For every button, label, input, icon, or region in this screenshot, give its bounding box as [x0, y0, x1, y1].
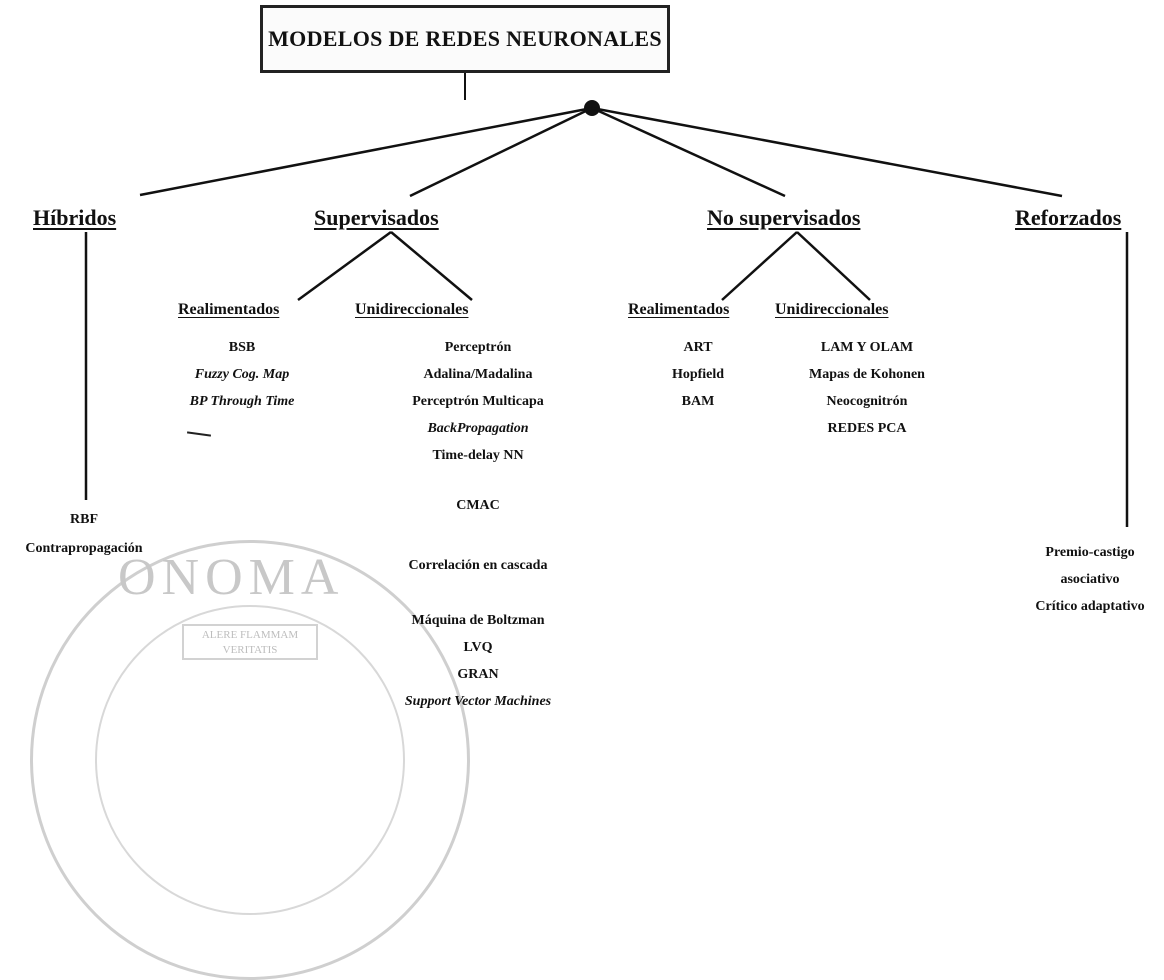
list-item: LVQ — [463, 640, 493, 655]
list-item: Perceptrón Multicapa — [412, 394, 544, 409]
page-title: MODELOS DE REDES NEURONALES — [268, 26, 662, 51]
list-item: BackPropagation — [427, 421, 529, 436]
list-item: Hopfield — [671, 367, 725, 382]
watermark-motto: ALERE FLAMMAM VERITATIS — [182, 624, 318, 660]
category-hibridos: Híbridos — [33, 205, 117, 230]
list-item: Contrapropagación — [25, 541, 143, 556]
line-sup-unidireccionales — [390, 231, 473, 301]
category-no-supervisados: No supervisados — [707, 205, 861, 230]
connector-lines — [84, 73, 1129, 527]
list-item: Neocognitrón — [826, 394, 908, 409]
list-item: Time-delay NN — [432, 448, 524, 463]
list-item: CMAC — [456, 498, 500, 513]
list-item: Máquina de Boltzman — [411, 613, 545, 628]
list-item: BSB — [228, 340, 256, 355]
nosup-unidireccionales-header: Unidireccionales — [775, 301, 889, 318]
watermark-motto-line2: VERITATIS — [222, 644, 278, 656]
sup-realimentados-header: Realimentados — [178, 301, 280, 318]
watermark-arc-text: ONOMA — [118, 549, 345, 606]
list-item: ART — [683, 340, 713, 355]
line-to-supervisados — [409, 106, 593, 198]
list-item: Crítico adaptativo — [1035, 599, 1145, 614]
list-item: LAM Y OLAM — [820, 340, 914, 355]
list-item: Correlación en cascada — [408, 558, 548, 573]
list-item: asociativo — [1060, 572, 1120, 587]
list-item: GRAN — [457, 667, 499, 682]
category-supervisados: Supervisados — [314, 205, 439, 230]
line-to-reforzados — [591, 106, 1063, 198]
list-item: RBF — [70, 512, 98, 527]
list-item: Adalina/Madalina — [423, 367, 533, 382]
list-item: Support Vector Machines — [404, 694, 552, 709]
list-item: Mapas de Kohonen — [809, 367, 925, 382]
line-sup-realimentados — [297, 230, 392, 302]
line-to-no-supervisados — [591, 106, 786, 198]
list-item: Perceptrón — [444, 340, 512, 355]
list-item: BAM — [681, 394, 715, 409]
category-reforzados: Reforzados — [1015, 205, 1122, 230]
line-nosup-unidireccionales — [796, 231, 871, 301]
list-item: REDES PCA — [827, 421, 907, 436]
title-box: MODELOS DE REDES NEURONALES — [260, 5, 670, 73]
list-item: Fuzzy Cog. Map — [194, 367, 290, 382]
list-item: Premio-castigo — [1045, 545, 1135, 560]
list-item: BP Through Time — [189, 394, 295, 409]
watermark-motto-line1: ALERE FLAMMAM — [201, 629, 299, 641]
line-to-hibridos — [139, 106, 593, 197]
nosup-realimentados-header: Realimentados — [628, 301, 730, 318]
sup-unidireccionales-header: Unidireccionales — [355, 301, 469, 318]
line-nosup-realimentados — [721, 231, 798, 301]
